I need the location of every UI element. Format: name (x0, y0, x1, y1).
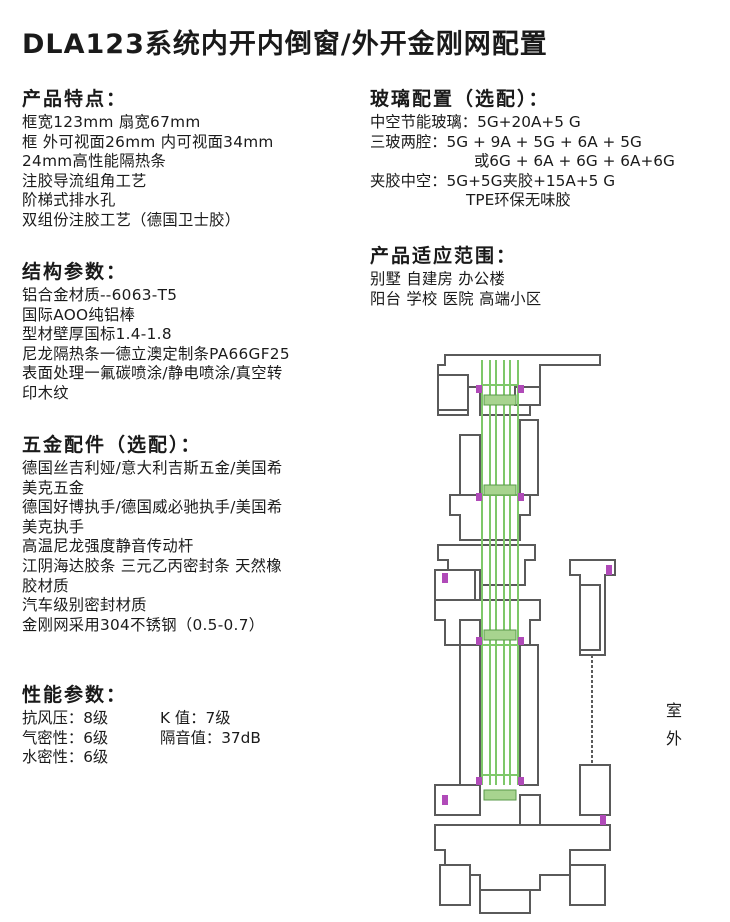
list-item: 24mm高性能隔热条 (22, 152, 167, 171)
list-item: 汽车级别密封材质 (22, 596, 147, 615)
structure-section: 结构参数： 铝合金材质--6063-T5 国际AOO纯铝棒 型材壁厚国标1.4-… (22, 257, 290, 404)
bottom-frame-chamber (519, 794, 541, 826)
list-item: 金刚网采用304不锈钢（0.5-0.7） (22, 615, 265, 634)
gasket (600, 815, 606, 825)
glass-row: 三玻两腔：5G + 9A + 5G + 6A + 5G (370, 133, 675, 153)
spacer-bar (483, 789, 517, 801)
glass-row: 中空节能玻璃：5G+20A+5 G (370, 113, 675, 133)
gasket (476, 385, 482, 393)
list-item: 高温尼龙强度静音传动杆 (22, 537, 194, 556)
performance-value: 水密性：6级 (22, 748, 109, 767)
spacer-bar (483, 484, 517, 496)
bottom-frame-chamber (479, 889, 531, 914)
glass-value: 5G+5G夹胶+15A+5 G (446, 171, 616, 190)
performance-value: 抗风压：8级 (22, 709, 109, 727)
outdoor-label: 室外 (665, 701, 682, 748)
top-frame-chamber (437, 374, 469, 411)
bottom-frame-profile (434, 824, 611, 891)
window-section-drawing (434, 354, 616, 914)
screen-frame-profile (579, 764, 611, 816)
scope-heading: 产品适应范围： (370, 245, 518, 267)
list-item: 德国好博执手/德国威必驰执手/美国希 (22, 498, 283, 517)
sash-profile (519, 644, 539, 786)
screen-frame-chamber (579, 584, 601, 651)
features-list: 框宽123mm 扇宽67mm 框 外可视面26mm 内可视面34mm 24mm高… (22, 113, 274, 231)
list-item: 框宽123mm 扇宽67mm (22, 113, 201, 131)
spacer-bar (483, 629, 517, 641)
gasket (518, 777, 524, 785)
glass-row: TPE环保无味胶 (370, 191, 675, 211)
features-section: 产品特点： 框宽123mm 扇宽67mm 框 外可视面26mm 内可视面34mm… (22, 84, 274, 231)
list-item: 尼龙隔热条一德立澳定制条PA66GF25 (22, 344, 290, 363)
performance-section: 性能参数： 抗风压：8级 K 值：7级 气密性：6级 隔音值：37dB 水密性：… (22, 680, 261, 768)
list-item: 框 外可视面26mm 内可视面34mm (22, 132, 274, 151)
transom-chamber (434, 569, 476, 601)
page-title: DLA123系统内开内倒窗/外开金刚网配置 (22, 29, 548, 60)
glass-spacers (483, 394, 517, 801)
performance-row: 气密性：6级 隔音值：37dB (22, 729, 261, 749)
bottom-frame-chamber (569, 864, 606, 906)
bottom-frame-chamber (434, 784, 481, 816)
glass-pane-lines (481, 360, 519, 785)
sash-profile (459, 644, 481, 786)
glass-label: 中空节能玻璃： (370, 113, 478, 131)
list-item: 注胶导流组角工艺 (22, 171, 147, 190)
list-item: 阳台 学校 医院 高端小区 (370, 289, 542, 308)
glass-value: 5G + 9A + 5G + 6A + 5G (446, 132, 642, 151)
list-item: 美克执手 (22, 517, 85, 536)
list-item: 国际AOO纯铝棒 (22, 305, 136, 324)
gaskets (442, 385, 612, 825)
performance-heading: 性能参数： (22, 684, 128, 706)
gasket (476, 777, 482, 785)
list-item: 胶材质 (22, 576, 69, 595)
gasket (442, 795, 448, 805)
bottom-frame-chamber (439, 864, 471, 906)
performance-row: 水密性：6级 (22, 748, 261, 768)
performance-row: 抗风压：8级 K 值：7级 (22, 709, 261, 729)
performance-value: 气密性：6级 (22, 728, 109, 747)
list-item: 双组份注胶工艺（德国卫士胶） (22, 210, 241, 229)
list-item: 江阴海达胶条 三元乙丙密封条 天然橡 (22, 556, 282, 575)
gasket (476, 493, 482, 501)
list-item: 美克五金 (22, 478, 85, 497)
list-item: 型材壁厚国标1.4-1.8 (22, 325, 172, 344)
list-item: 表面处理一氟碳喷涂/静电喷涂/真空转 (22, 364, 283, 383)
features-heading: 产品特点： (22, 88, 128, 110)
list-item: 铝合金材质--6063-T5 (22, 286, 178, 304)
gasket (476, 637, 482, 645)
glass-section: 玻璃配置（选配）： 中空节能玻璃：5G+20A+5 G 三玻两腔：5G + 9A… (370, 84, 675, 211)
hardware-section: 五金配件（选配）： 德国丝吉利娅/意大利吉斯五金/美国希 美克五金 德国好博执手… (22, 430, 282, 635)
structure-heading: 结构参数： (22, 261, 128, 283)
glass-row: 或6G + 6A + 6G + 6A+6G (370, 152, 675, 172)
performance-value: K 值：7级 (160, 709, 231, 727)
hardware-list: 德国丝吉利娅/意大利吉斯五金/美国希 美克五金 德国好博执手/德国威必驰执手/美… (22, 459, 282, 635)
list-item: 印木纹 (22, 383, 69, 402)
gasket (518, 637, 524, 645)
glass-heading: 玻璃配置（选配）： (370, 88, 550, 110)
scope-section: 产品适应范围： 别墅 自建房 办公楼 阳台 学校 医院 高端小区 (370, 241, 541, 309)
gasket (442, 573, 448, 583)
list-item: 别墅 自建房 办公楼 (370, 270, 506, 288)
sash-profile (459, 434, 481, 496)
gasket (518, 493, 524, 501)
glass-value: 或6G + 6A + 6G + 6A+6G (474, 152, 675, 171)
structure-list: 铝合金材质--6063-T5 国际AOO纯铝棒 型材壁厚国标1.4-1.8 尼龙… (22, 286, 290, 404)
glass-value: 5G+20A+5 G (477, 113, 581, 131)
glass-row: 夹胶中空：5G+5G夹胶+15A+5 G (370, 172, 675, 192)
performance-value: 隔音值：37dB (160, 728, 261, 747)
gasket (606, 565, 612, 575)
sash-profile (519, 419, 539, 496)
list-item: 德国丝吉利娅/意大利吉斯五金/美国希 (22, 459, 283, 477)
scope-list: 别墅 自建房 办公楼 阳台 学校 医院 高端小区 (370, 270, 541, 309)
glass-value: TPE环保无味胶 (466, 191, 571, 210)
glass-label: 三玻两腔： (370, 132, 447, 151)
frame-profiles (434, 354, 616, 914)
spacer-bar (483, 394, 517, 406)
list-item: 阶梯式排水孔 (22, 191, 116, 210)
gasket (518, 385, 524, 393)
glass-label: 夹胶中空： (370, 171, 447, 190)
hardware-heading: 五金配件（选配）： (22, 434, 202, 456)
